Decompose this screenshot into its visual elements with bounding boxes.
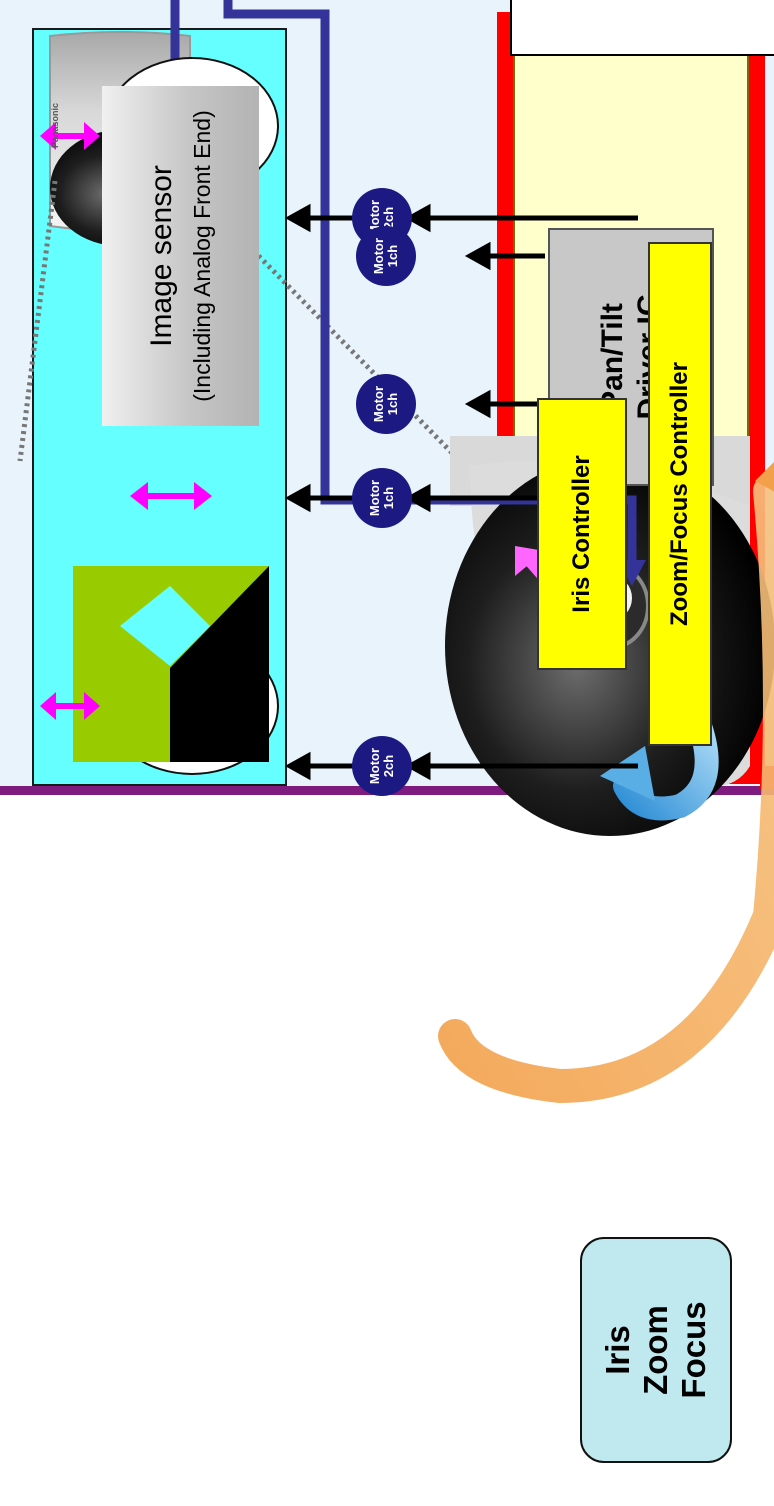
iris-zoom-focus-callout: Iris Zoom Focus [580,1237,732,1463]
camera-brand-label: Panasonic [50,102,60,148]
zoom-dotted-line [17,180,58,462]
zoom-focus-controller-label: Zoom/Focus Controller [666,362,693,626]
tilt-rotation-arrow [613,714,719,821]
iris-aperture [120,586,210,666]
image-sensor-block: Image sensor (Including Analog Front End… [102,86,259,426]
iris-controller-label: Iris Controller [568,455,595,613]
iris-controller-block: Iris Controller [537,398,627,670]
callout-line-iris: Iris [599,1325,636,1375]
driver-arrows [284,203,638,781]
pan-tilt-label-line1: Pan/Tilt [596,303,629,411]
callout-line-zoom: Zoom [637,1305,674,1395]
image-sensor-title: Image sensor [145,165,178,347]
zoom-focus-controller-block: Zoom/Focus Controller [648,242,712,746]
iris-blade [170,566,269,762]
image-sensor-subtitle: (Including Analog Front End) [189,110,215,402]
pan-rotation-arrow [438,474,774,1104]
control-bus-line [223,0,637,571]
callout-line-focus: Focus [675,1301,712,1399]
tilt-arrow-head [600,746,655,801]
